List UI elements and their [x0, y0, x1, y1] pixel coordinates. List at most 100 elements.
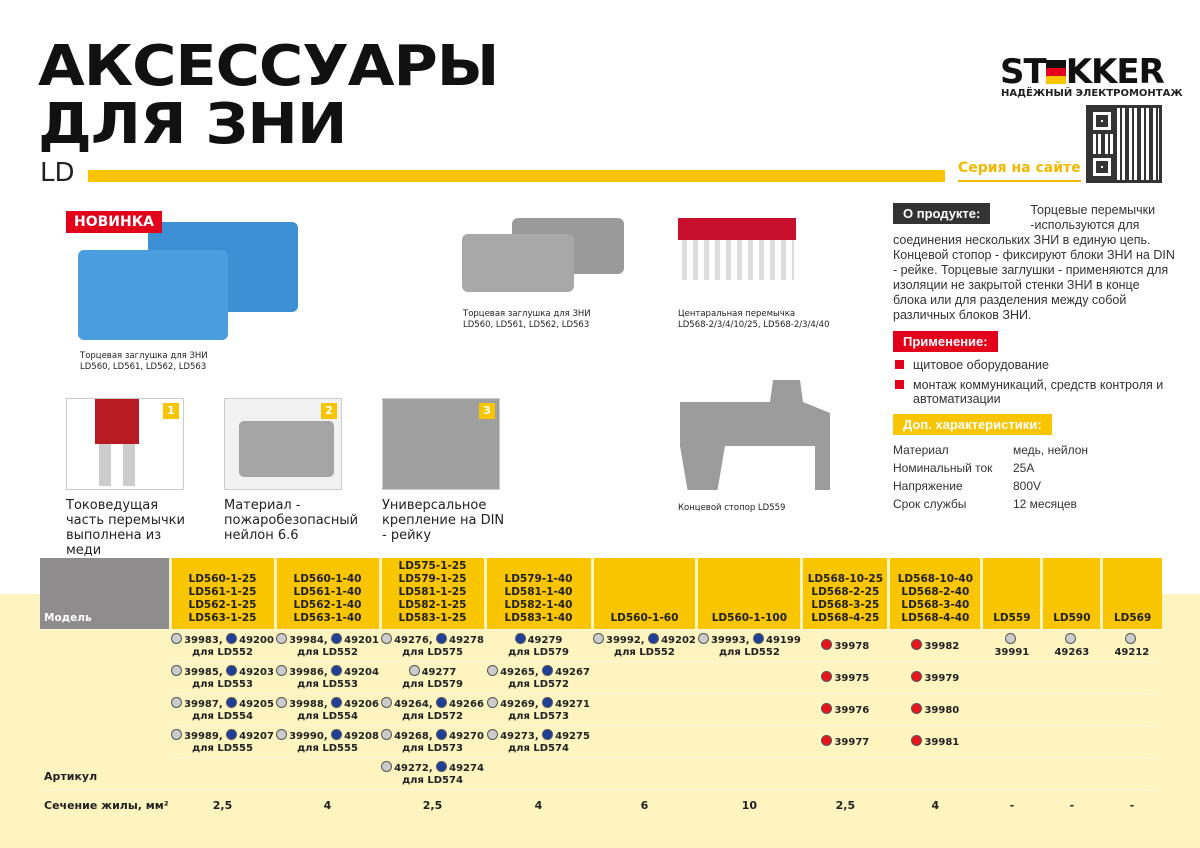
- article-code: 49203: [239, 666, 274, 678]
- article-cell: [592, 693, 697, 726]
- model-name: LD583-1-40: [504, 612, 573, 624]
- model-name: LD563-1-40: [293, 612, 362, 624]
- section-value: 2,5: [801, 789, 889, 822]
- article-cell: [170, 757, 275, 790]
- article-code: 49208: [344, 730, 379, 742]
- model-name: LD559: [993, 612, 1031, 624]
- article-cell: 49265, 49267 для LD572: [485, 661, 592, 694]
- red-color-dot-icon: [911, 670, 923, 682]
- brand-tagline: НАДЁЖНЫЙ ЭЛЕКТРОМОНТАЖ: [1001, 88, 1183, 99]
- article-code: 49271: [555, 698, 590, 710]
- article-cell: [696, 693, 802, 726]
- article-cell: [1041, 757, 1102, 790]
- series-name: LD: [40, 158, 75, 188]
- section-value: -: [981, 789, 1042, 822]
- article-cell: [1041, 661, 1102, 694]
- section-value: 4: [485, 789, 592, 822]
- red-color-dot-icon: [821, 734, 833, 746]
- series-site-link[interactable]: Серия на сайте: [958, 160, 1081, 182]
- section-value: 10: [696, 789, 802, 822]
- article-for: для LD554: [192, 710, 253, 722]
- grey-color-dot-icon: [276, 632, 288, 644]
- divider-bar: [88, 170, 945, 182]
- article-cell: [1101, 757, 1162, 790]
- feature-text: Универсальное крепление на DIN - рейку: [382, 498, 505, 543]
- model-column-header: LD590: [1040, 558, 1102, 630]
- jumper-pins-image: [682, 240, 794, 280]
- grey-color-dot-icon: [276, 664, 288, 676]
- article-code: 39991: [994, 646, 1030, 658]
- grey-color-dot-icon: [171, 632, 183, 644]
- article-cell: 49263: [1041, 629, 1102, 662]
- article-for: для LD555: [297, 742, 358, 754]
- article-for: для LD573: [402, 742, 463, 754]
- article-cell: 39983, 49200 для LD552: [170, 629, 275, 662]
- blue-color-dot-icon: [753, 632, 765, 644]
- model-name: LD561-1-40: [293, 586, 362, 598]
- article-cell: [1101, 693, 1162, 726]
- feature-number: 1: [163, 403, 179, 419]
- article-cell: 49268, 49270 для LD573: [380, 725, 485, 758]
- article-cell: [981, 725, 1042, 758]
- article-cell: 49272, 49274 для LD574: [380, 757, 485, 790]
- model-name: LD568-3-40: [901, 599, 970, 611]
- article-code: 39975: [834, 672, 870, 684]
- blue-color-dot-icon: [542, 664, 554, 676]
- article-code: 39992,: [606, 634, 645, 646]
- section-value: 4: [888, 789, 982, 822]
- article-cell: 39979: [888, 661, 982, 694]
- article-cell: 39975: [801, 661, 889, 694]
- red-color-dot-icon: [821, 670, 833, 682]
- section-value: -: [1041, 789, 1102, 822]
- article-cell: [696, 661, 802, 694]
- article-cell: 49276, 49278 для LD575: [380, 629, 485, 662]
- spec-label: Срок службы: [893, 497, 967, 511]
- article-code: 39984,: [289, 634, 328, 646]
- article-cell: 39988, 49206 для LD554: [275, 693, 380, 726]
- article-code: 49207: [239, 730, 274, 742]
- red-color-dot-icon: [911, 638, 923, 650]
- article-cell: 49264, 49266 для LD572: [380, 693, 485, 726]
- article-code: 49263: [1054, 646, 1090, 658]
- end-stop-image: [680, 380, 830, 490]
- table-row: 49272, 49274 для LD574: [40, 757, 1162, 790]
- section-value: -: [1101, 789, 1162, 822]
- product-caption: Концевой стопор LD559: [678, 503, 786, 513]
- model-name: LD568-3-25: [811, 599, 880, 611]
- article-cell: [592, 757, 697, 790]
- article-cell: 39978: [801, 629, 889, 662]
- grey-color-dot-icon: [171, 696, 183, 708]
- model-name: LD579-1-25: [398, 573, 467, 585]
- article-code: 39978: [834, 640, 870, 652]
- grey-color-dot-icon: [487, 696, 499, 708]
- blue-color-dot-icon: [648, 632, 660, 644]
- blue-end-cap-image: [78, 250, 228, 340]
- blue-color-dot-icon: [226, 632, 238, 644]
- product-info-column: О продукте: Торцевые перемычки -использу…: [893, 203, 1175, 515]
- article-code: 39986,: [289, 666, 328, 678]
- grey-color-dot-icon: [381, 632, 393, 644]
- model-name: LD560-1-60: [610, 612, 679, 624]
- article-code: 49274: [449, 762, 484, 774]
- article-for: для LD552: [614, 646, 675, 658]
- article-cell: [981, 661, 1042, 694]
- grey-color-dot-icon: [171, 664, 183, 676]
- grey-color-dot-icon: [1125, 632, 1137, 644]
- article-code: 39989,: [184, 730, 223, 742]
- qr-code[interactable]: [1086, 105, 1162, 183]
- article-label: Артикул: [40, 629, 170, 790]
- model-name: LD560-1-40: [293, 573, 362, 585]
- specs-heading: Доп. характеристики:: [893, 414, 1052, 435]
- grey-color-dot-icon: [276, 728, 288, 740]
- article-for: для LD575: [402, 646, 463, 658]
- article-cell: 49277 для LD579: [380, 661, 485, 694]
- article-for: для LD552: [297, 646, 358, 658]
- model-column-header: LD560-1-100: [695, 558, 802, 630]
- blue-color-dot-icon: [436, 696, 448, 708]
- article-code: 49268,: [394, 730, 433, 742]
- spec-value: 25A: [1013, 461, 1035, 475]
- article-for: для LD574: [402, 774, 463, 786]
